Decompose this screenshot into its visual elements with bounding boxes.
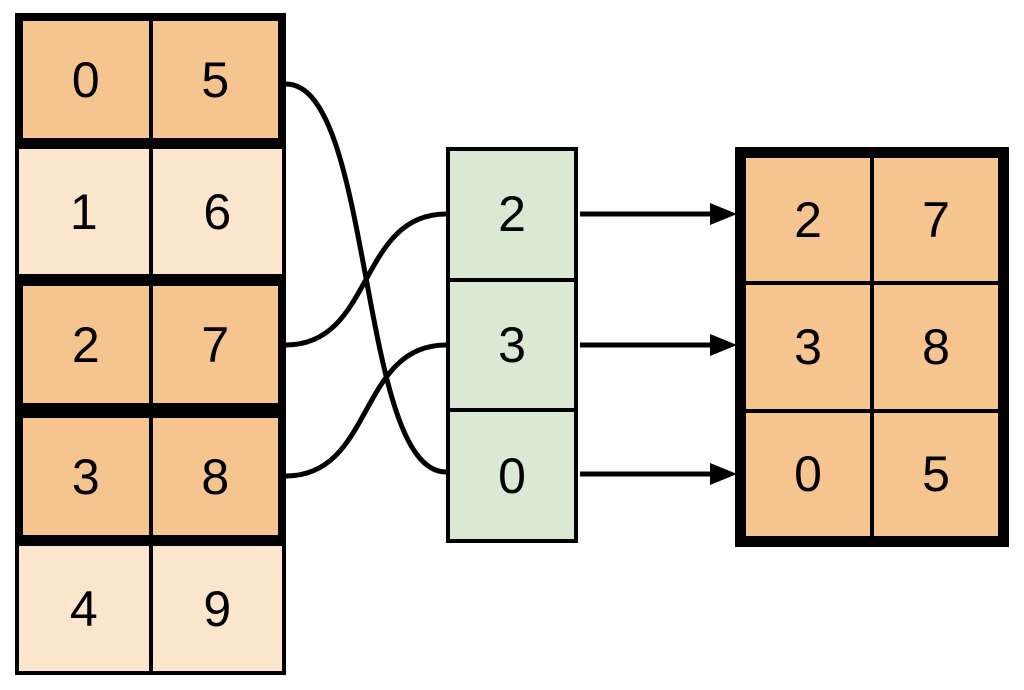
result-cell-r2c1: 5 bbox=[872, 410, 1000, 538]
result-cell-r0c0: 2 bbox=[744, 156, 872, 284]
arrowhead-icon bbox=[710, 203, 737, 225]
source-cell-r0c0: 0 bbox=[23, 21, 151, 138]
index-column: 2 3 0 bbox=[446, 147, 578, 543]
source-row-1: 1 6 bbox=[15, 145, 286, 278]
arrow-index0-to-result0 bbox=[580, 203, 737, 225]
result-cell-r1c0: 3 bbox=[744, 283, 872, 411]
source-cell-r1c1: 6 bbox=[150, 149, 283, 274]
source-row-4: 4 9 bbox=[15, 542, 286, 675]
source-row-2: 2 7 bbox=[15, 278, 286, 411]
source-cell-r3c1: 8 bbox=[150, 418, 279, 535]
source-row-3: 3 8 bbox=[15, 410, 286, 543]
result-table: 2 7 3 8 0 5 bbox=[735, 147, 1009, 547]
source-cell-r1c0: 1 bbox=[19, 149, 151, 274]
source-cell-r2c0: 2 bbox=[23, 286, 151, 403]
curve-source-row0-to-index2 bbox=[285, 81, 447, 475]
source-table: 0 5 1 6 2 7 3 8 4 9 bbox=[15, 13, 286, 675]
result-cell-r0c1: 7 bbox=[872, 156, 1000, 284]
source-cell-r3c0: 3 bbox=[23, 418, 151, 535]
curve-source-row3-to-index1 bbox=[285, 342, 447, 479]
result-cell-r2c0: 0 bbox=[744, 410, 872, 538]
arrowhead-icon bbox=[710, 463, 737, 485]
source-cell-r2c1: 7 bbox=[150, 286, 279, 403]
index-cell-0: 2 bbox=[498, 186, 526, 243]
arrow-index1-to-result1 bbox=[580, 334, 737, 356]
index-cell-2: 0 bbox=[450, 408, 574, 539]
source-row-0: 0 5 bbox=[15, 13, 286, 146]
source-cell-r4c1: 9 bbox=[150, 546, 283, 671]
arrow-index2-to-result2 bbox=[580, 463, 737, 485]
source-cell-r4c0: 4 bbox=[19, 546, 151, 671]
index-cell-1: 3 bbox=[450, 277, 574, 409]
arrowhead-icon bbox=[710, 334, 737, 356]
curve-source-row2-to-index0 bbox=[285, 211, 447, 348]
source-cell-r0c1: 5 bbox=[150, 21, 279, 138]
result-cell-r1c1: 8 bbox=[872, 283, 1000, 411]
